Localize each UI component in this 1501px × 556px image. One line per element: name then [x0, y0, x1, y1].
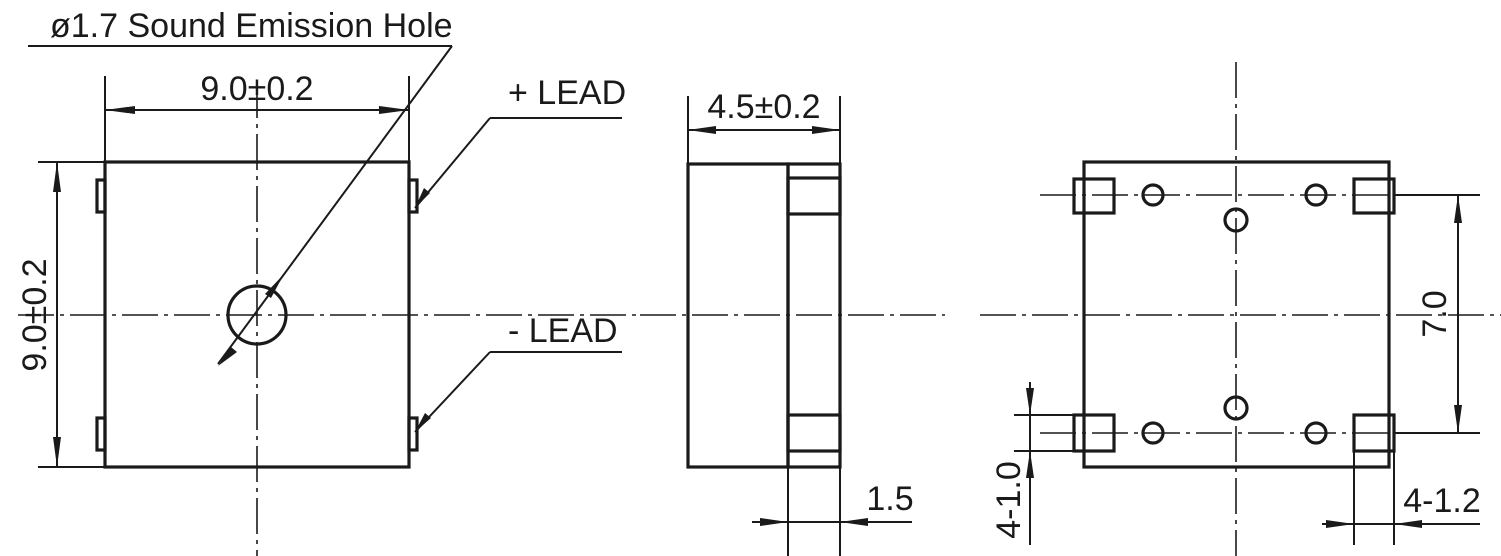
- hole-callout-label: ø1.7 Sound Emission Hole: [50, 7, 453, 45]
- terminal-dim-label: 1.5: [866, 480, 913, 518]
- pitch-dim-label: 7.0: [1416, 290, 1454, 337]
- right-top-tab: [407, 178, 419, 214]
- minus-lead-label: - LEAD: [508, 312, 618, 350]
- plus-lead-label: + LEAD: [508, 74, 626, 112]
- pad-height-dim-label: 4-1.0: [990, 461, 1028, 539]
- bottom-view: 7.0 4-1.0 4-1.2: [980, 62, 1501, 556]
- front-view: 9.0±0.2 9.0±0.2 ø1.7 Sound Emission Hole…: [16, 7, 640, 556]
- side-view: 4.5±0.2 1.5: [640, 88, 945, 556]
- side-bottom-pad: [786, 413, 842, 453]
- depth-dim-label: 4.5±0.2: [707, 88, 820, 126]
- width-dim-label: 9.0±0.2: [200, 70, 313, 108]
- pad-width-dim-label: 4-1.2: [1403, 482, 1481, 520]
- pad-top-left: [1072, 177, 1116, 215]
- left-top-tab: [95, 178, 107, 214]
- left-bottom-tab: [95, 416, 107, 452]
- right-bottom-tab: [407, 416, 419, 452]
- height-dim-label: 9.0±0.2: [16, 258, 54, 371]
- side-top-pad: [786, 176, 842, 216]
- hole-leader: [217, 45, 453, 365]
